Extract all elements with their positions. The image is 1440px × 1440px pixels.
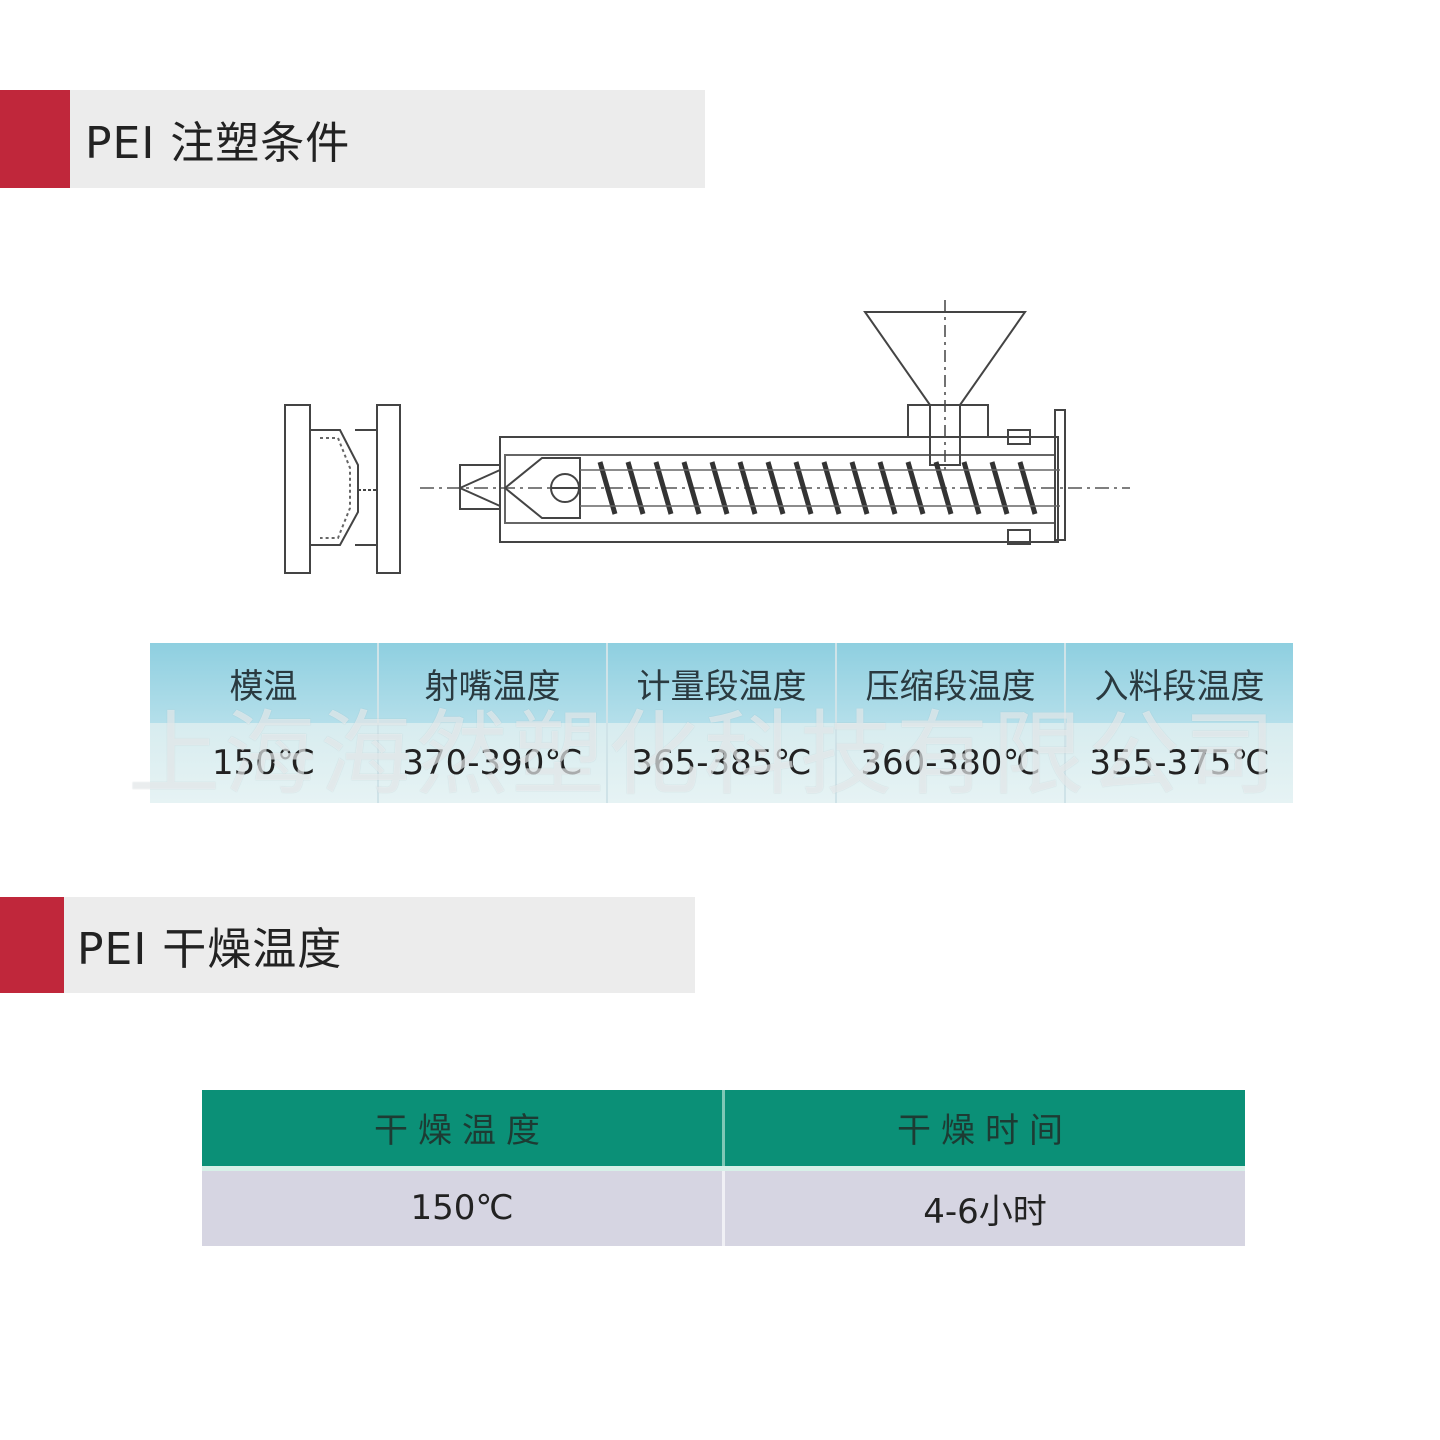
column-header: 模温 — [150, 643, 377, 723]
screw-flights — [597, 461, 1038, 515]
feed-throat — [907, 404, 989, 438]
table-cell: 355-375℃ — [1066, 723, 1293, 803]
drying-temperature-header: PEI 干燥温度 — [0, 897, 695, 993]
injection-temperature-table: 模温 150℃ 射嘴温度 370-390℃ 计量段温度 365-385℃ 压缩段… — [150, 643, 1293, 803]
drying-table: 干燥温度 干燥时间 150℃ 4-6小时 — [202, 1090, 1245, 1246]
table-cell: 365-385℃ — [608, 723, 835, 803]
table-column: 计量段温度 365-385℃ — [608, 643, 837, 803]
table-column: 压缩段温度 360-380℃ — [837, 643, 1066, 803]
injection-machine-diagram — [284, 300, 1130, 574]
table-cell: 150℃ — [202, 1170, 725, 1246]
column-header: 入料段温度 — [1066, 643, 1293, 723]
section-title: PEI 注塑条件 — [85, 118, 351, 169]
injection-conditions-header: PEI 注塑条件 — [0, 90, 705, 188]
mold-plate-left — [284, 404, 311, 574]
table-cell: 360-380℃ — [837, 723, 1064, 803]
column-header: 干燥时间 — [725, 1090, 1245, 1166]
accent-bar — [0, 90, 70, 188]
table-row: 150℃ 4-6小时 — [202, 1170, 1245, 1246]
header-band — [64, 897, 695, 993]
table-column: 射嘴温度 370-390℃ — [379, 643, 608, 803]
section-title: PEI 干燥温度 — [77, 924, 343, 975]
barrel — [499, 436, 1059, 543]
column-header: 射嘴温度 — [379, 643, 606, 723]
mold-cavity — [310, 429, 377, 546]
accent-bar — [0, 897, 64, 993]
table-column: 模温 150℃ — [150, 643, 379, 803]
table-cell: 370-390℃ — [379, 723, 606, 803]
column-header: 压缩段温度 — [837, 643, 1064, 723]
hopper — [863, 311, 1027, 406]
mold-plate-right — [376, 404, 401, 574]
table-cell: 4-6小时 — [725, 1170, 1245, 1246]
header-band — [70, 90, 705, 188]
column-header: 干燥温度 — [202, 1090, 725, 1166]
table-column: 入料段温度 355-375℃ — [1066, 643, 1293, 803]
column-header: 计量段温度 — [608, 643, 835, 723]
table-header-row: 干燥温度 干燥时间 — [202, 1090, 1245, 1171]
company-watermark: 上海海然塑化科技有限公司 — [128, 701, 1281, 808]
table-cell: 150℃ — [150, 723, 377, 803]
